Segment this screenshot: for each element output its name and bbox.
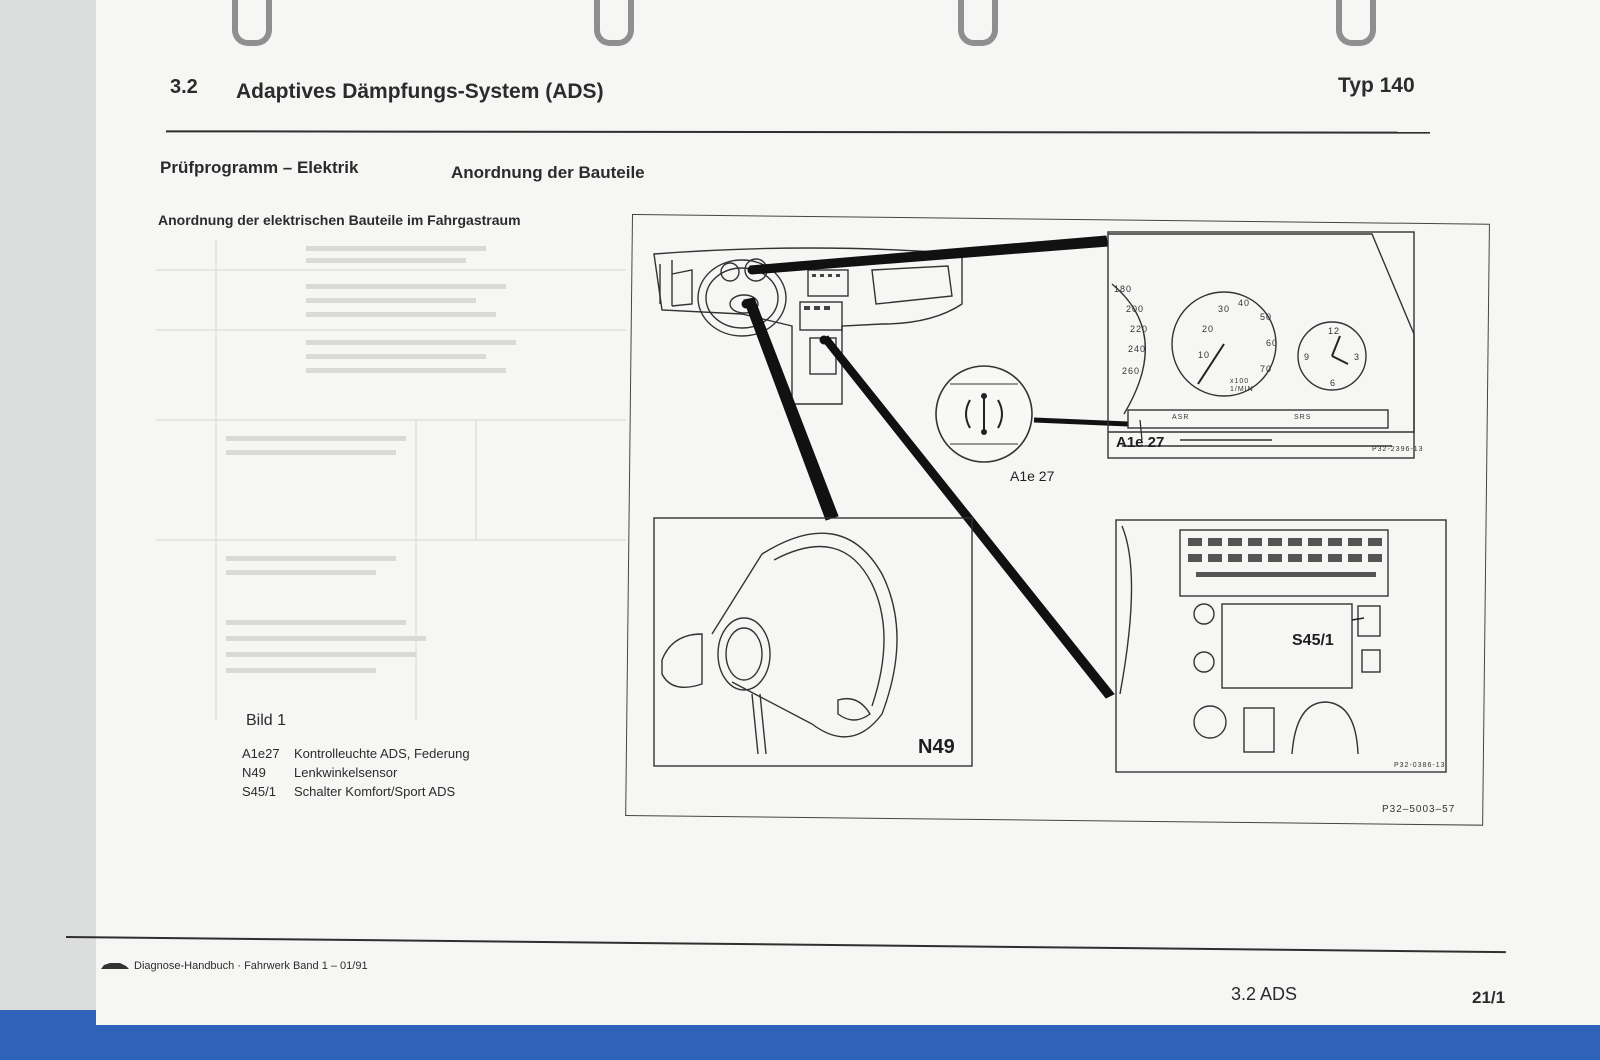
legend-title: Bild 1	[246, 712, 287, 729]
section-title: Adaptives Dämpfungs-System (ADS)	[236, 80, 604, 103]
binder-ring	[594, 0, 634, 46]
component-diagram: A1e 27 A1e 27 N49 S45/1 180 200 220 240 …	[625, 214, 1492, 826]
legend-item: S45/1 Schalter Komfort/Sport ADS	[242, 784, 455, 799]
legend-text: Schalter Komfort/Sport ADS	[294, 784, 456, 799]
binder-ring	[1336, 0, 1376, 46]
callout-a1e27-display: A1e 27	[1116, 434, 1165, 451]
callout-s45: S45/1	[1292, 632, 1334, 649]
legend-code: S45/1	[242, 784, 276, 799]
console-code: P32-0386-13	[1394, 762, 1446, 769]
clock-tick-label: 12	[1328, 326, 1341, 336]
speed-tick-label: 240	[1128, 344, 1147, 354]
show-through-table	[156, 240, 626, 720]
binder-ring	[232, 0, 272, 46]
warning-light-srs: SRS	[1294, 414, 1312, 421]
tacho-tick-label: 10	[1198, 350, 1211, 360]
speed-tick-label: 260	[1122, 366, 1141, 376]
figure-caption: Anordnung der elektrischen Bauteile im F…	[158, 212, 521, 228]
binder-ring	[958, 0, 998, 46]
figure-code: P32–5003–57	[1382, 804, 1456, 815]
vehicle-type: Typ 140	[1338, 74, 1415, 97]
legend-code: N49	[242, 765, 266, 780]
tacho-tick-label: 50	[1260, 312, 1273, 322]
car-icon	[101, 963, 129, 970]
clock-tick-label: 6	[1330, 378, 1337, 388]
legend-text: Kontrolleuchte ADS, Federung	[294, 746, 470, 761]
speed-tick-label: 180	[1114, 284, 1133, 294]
footer-rule	[65, 936, 1506, 954]
clock-tick-label: 9	[1304, 352, 1311, 362]
figure-drawing	[653, 231, 1447, 773]
tacho-unit: x100 1/MIN	[1230, 378, 1254, 393]
warning-light-asr: ASR	[1172, 414, 1190, 421]
header-rule	[165, 130, 1431, 134]
footer-publication-text: Diagnose-Handbuch · Fahrwerk Band 1 – 01…	[134, 960, 368, 972]
footer-section: 3.2 ADS	[1231, 984, 1298, 1004]
footer-publication: Diagnose-Handbuch · Fahrwerk Band 1 – 01…	[100, 960, 368, 972]
tacho-tick-label: 40	[1238, 298, 1251, 308]
legend-text: Lenkwinkelsensor	[294, 765, 398, 780]
legend-item: A1e27 Kontrolleuchte ADS, Federung	[242, 746, 470, 761]
subheader-topic: Anordnung der Bauteile	[451, 163, 645, 182]
page-number: 21/1	[1472, 988, 1506, 1007]
manual-page: 3.2 Adaptives Dämpfungs-System (ADS) Typ…	[65, 0, 1600, 1025]
legend-code: A1e27	[242, 746, 280, 761]
callout-n49: N49	[918, 736, 955, 758]
section-number: 3.2	[170, 76, 198, 98]
callout-a1e27-detail: A1e 27	[1010, 468, 1055, 484]
legend-item: N49 Lenkwinkelsensor	[242, 765, 397, 780]
tacho-tick-label: 60	[1266, 338, 1279, 348]
clock-tick-label: 3	[1354, 352, 1361, 362]
cluster-code: P32-2396-13	[1372, 446, 1424, 453]
speed-tick-label: 220	[1130, 324, 1149, 334]
tacho-tick-label: 30	[1218, 304, 1231, 314]
tacho-tick-label: 70	[1260, 364, 1273, 374]
subheader-program: Prüfprogramm – Elektrik	[160, 158, 359, 177]
speed-tick-label: 200	[1126, 304, 1145, 314]
tacho-tick-label: 20	[1202, 324, 1215, 334]
